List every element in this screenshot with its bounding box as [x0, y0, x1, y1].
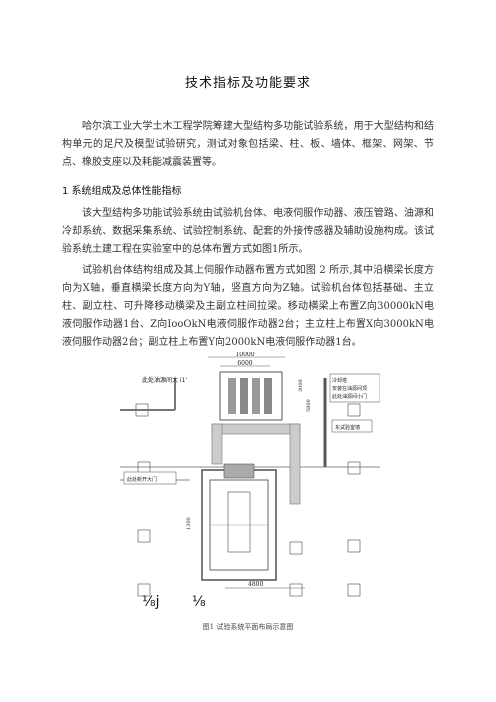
label-cooling-tower: 冷却塔: [332, 377, 347, 384]
dim-6000: 6000: [237, 360, 252, 367]
new-door-box: [123, 471, 177, 485]
pipe-corridor-left: [211, 423, 223, 465]
main-column: [223, 463, 255, 479]
column-marker: [347, 461, 361, 475]
pump-unit-3: [252, 378, 260, 414]
label-install-oil: 安装在油源间顶: [332, 385, 367, 392]
column-marker: [347, 583, 361, 597]
pipe-corridor-v: [289, 423, 301, 505]
column-marker: [289, 541, 303, 555]
page-title: 技术指标及功能要求: [184, 76, 311, 91]
dim-5800: 5800: [306, 399, 312, 412]
mark-right: ⅛: [192, 594, 206, 610]
dim-left: 1300: [186, 517, 192, 530]
column-marker: [347, 539, 361, 553]
column-marker: [289, 583, 303, 597]
dim-4800: 4800: [248, 581, 263, 588]
mark-left: ⅛j: [142, 594, 159, 610]
body-paragraph-2: 试验机台体结构组成及其上伺服作动器布置方式如图 2 所示,其中沿横梁长度方向为X…: [62, 265, 434, 348]
pump-unit-4: [264, 378, 272, 414]
dim-3000: 3000: [298, 379, 304, 392]
column-marker: [347, 403, 361, 417]
label-east-lab: 东试验室墙: [335, 424, 360, 431]
test-area: [227, 491, 251, 553]
section-heading: 1 系统组成及总体性能指标: [62, 186, 182, 197]
column-marker: [137, 529, 151, 543]
layout-figure: 10000 6000 3000 5800 1300 4800 冷却塔 安装在油源…: [120, 352, 380, 610]
oil-room-note-box: [329, 373, 380, 403]
intro-paragraph: 哈尔滨工业大学土木工程学院筹建大型结构多功能试验系统，用于大型结构和结构单元的足…: [62, 121, 434, 168]
column-marker: [137, 583, 151, 597]
figure-caption: 图1 试验系统平面布局示意图: [202, 623, 294, 631]
pump-unit-1: [228, 378, 236, 414]
east-lab-box: [331, 419, 373, 433]
label-oil-source: 此处油源间大 i1': [142, 376, 187, 384]
oil-room: [219, 371, 283, 421]
label-new-door: 此处新开大门: [127, 476, 157, 483]
column-marker: [135, 403, 149, 417]
body-paragraph-1: 该大型结构多功能试验系统由试验机台体、电液伺服作动器、液压管路、油源和冷却系统、…: [62, 208, 434, 255]
pump-unit-2: [240, 378, 248, 414]
label-oil-door: 此处油源间小门: [332, 393, 367, 400]
dim-10000: 10000: [235, 352, 254, 358]
pipe-corridor-h: [211, 423, 301, 435]
